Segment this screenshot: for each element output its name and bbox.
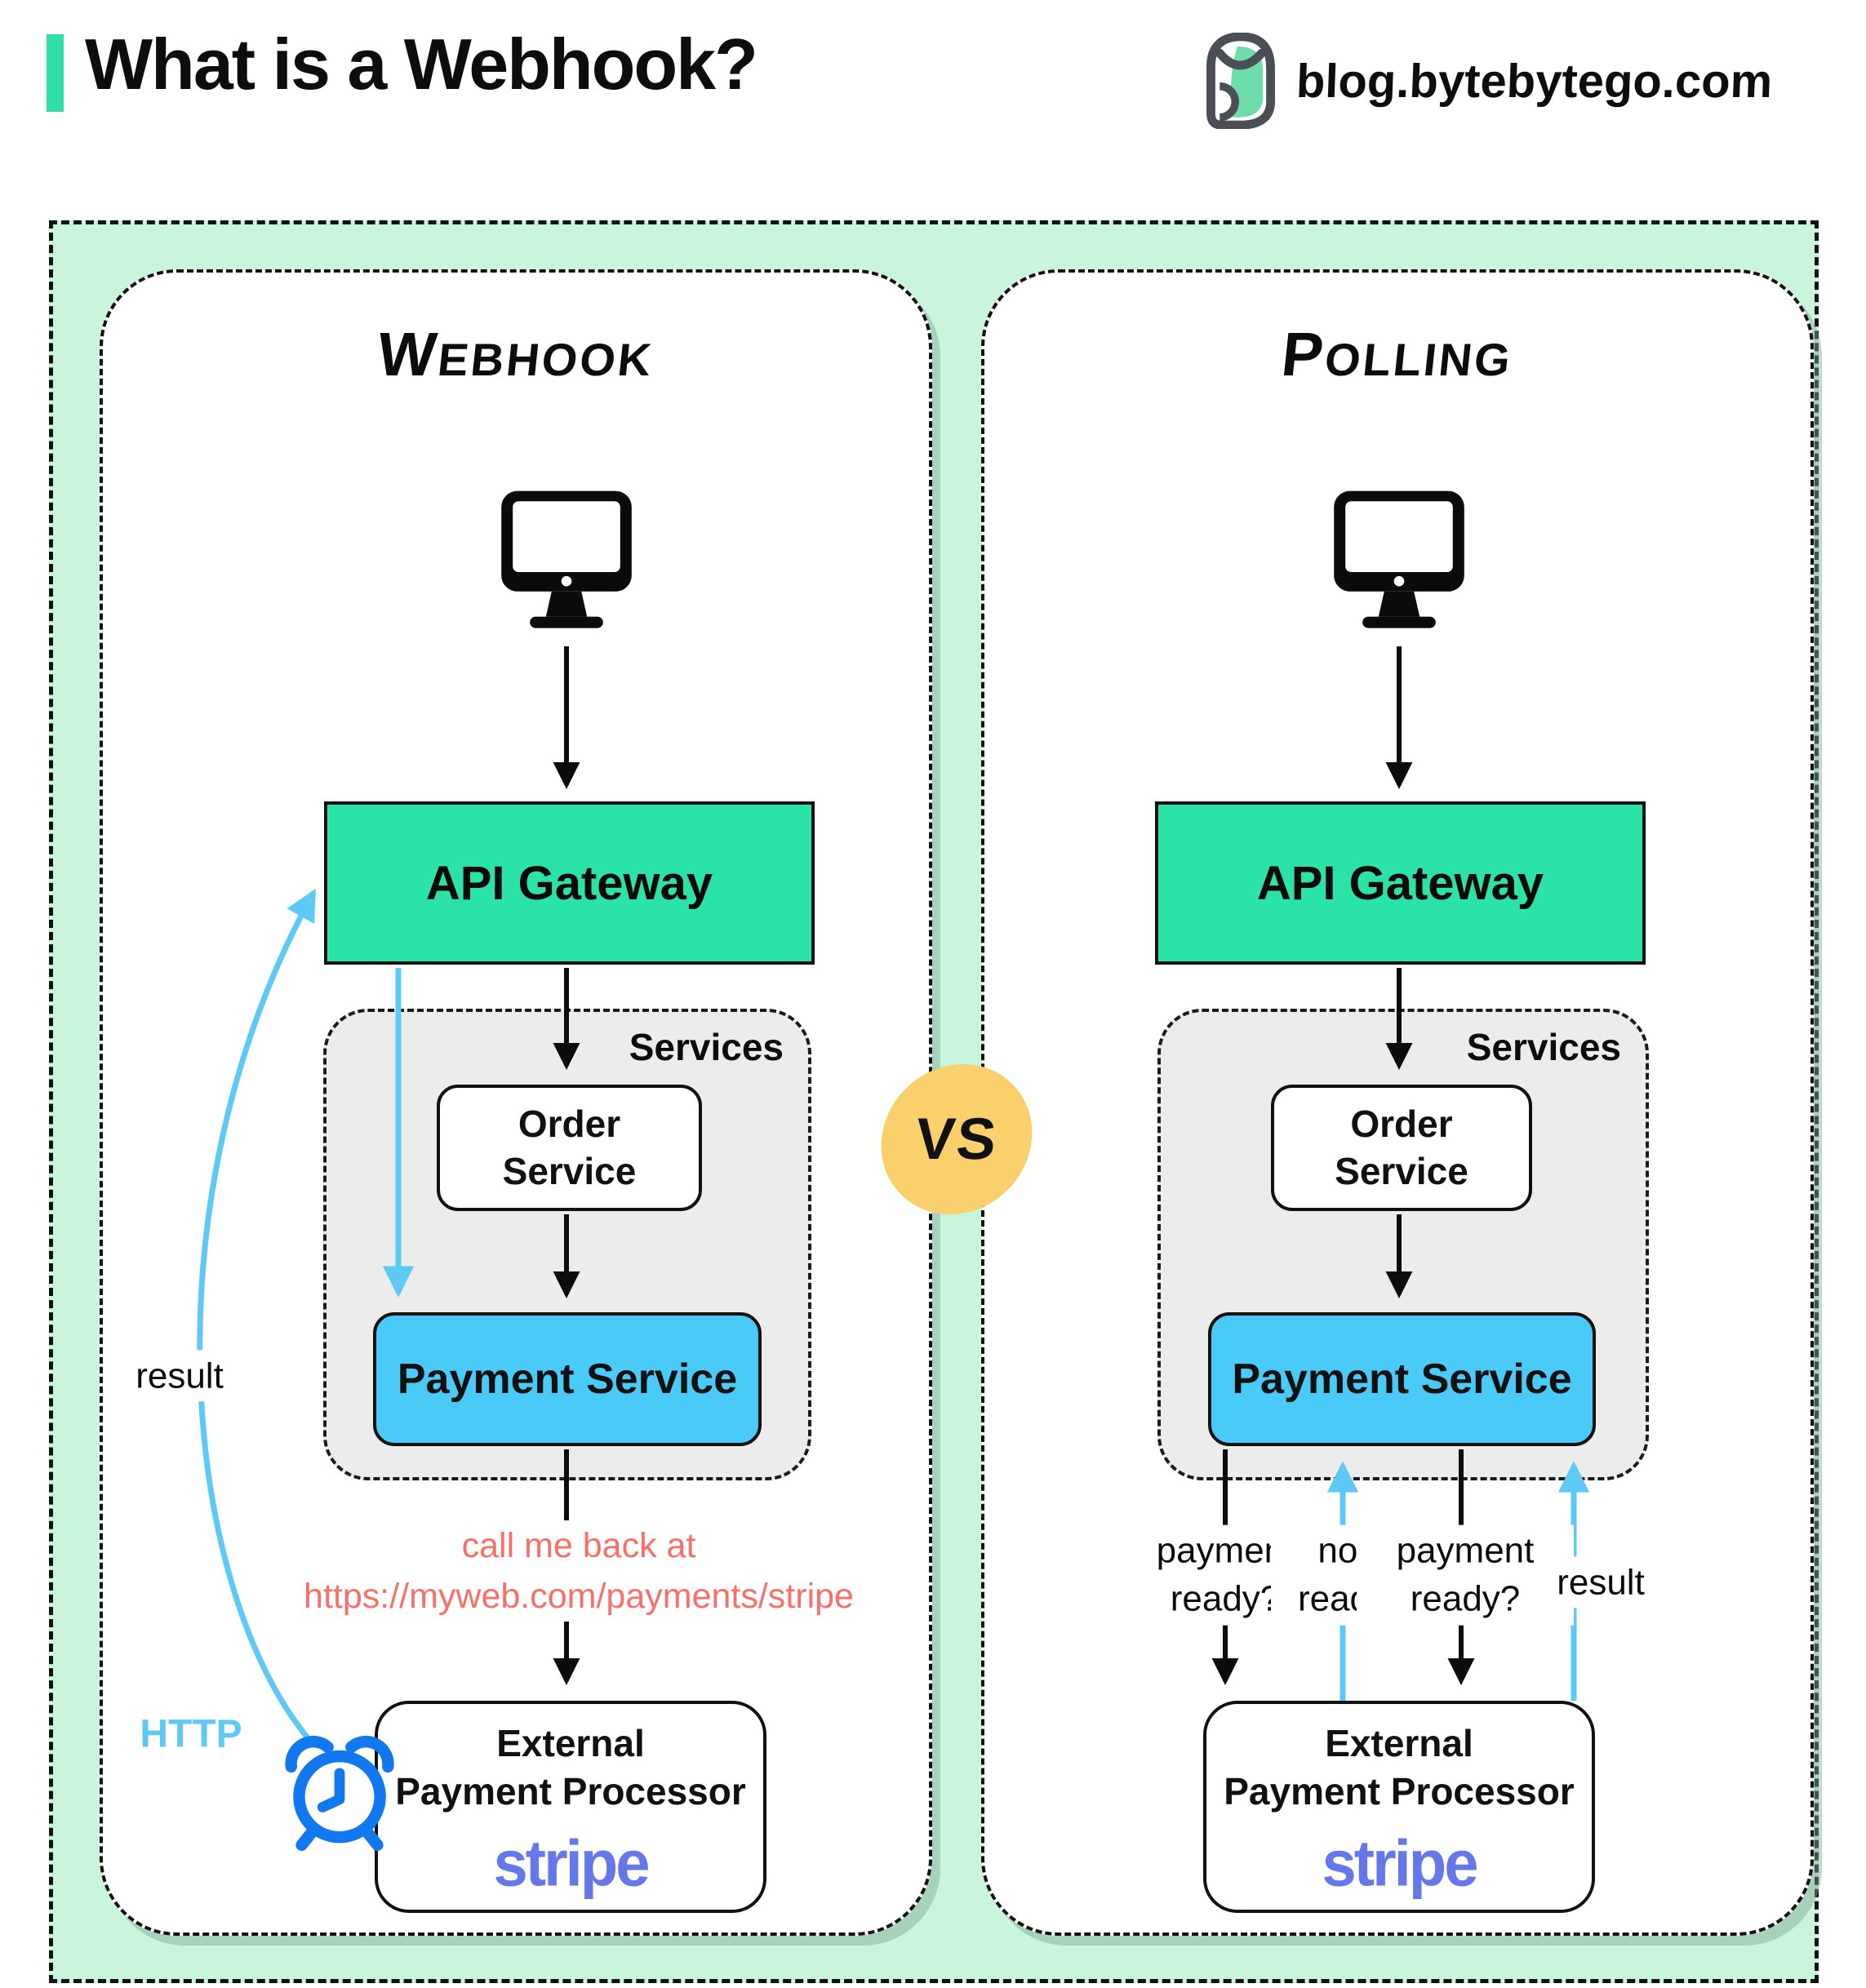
services-group-label: Services	[629, 1026, 784, 1068]
api-gateway-box: API Gateway	[1155, 801, 1646, 965]
bytebytego-owl-icon	[1206, 33, 1275, 129]
callback-note-line2: https://myweb.com/payments/stripe	[297, 1570, 860, 1622]
client-computer-icon	[1334, 490, 1464, 628]
external-processor-line1: External	[496, 1721, 645, 1764]
api-gateway-label: API Gateway	[1256, 856, 1544, 910]
client-computer-icon	[501, 490, 632, 628]
site-url: blog.bytebytego.com	[1295, 54, 1774, 108]
order-service-box: Order Service	[437, 1085, 702, 1211]
callback-note-line1: call me back at	[455, 1520, 703, 1572]
site-badge: blog.bytebytego.com	[1206, 33, 1774, 129]
polling-panel: Polling API Gateway Services Order Servi…	[981, 269, 1814, 1936]
http-label: HTTP	[133, 1706, 249, 1764]
api-gateway-box: API Gateway	[324, 801, 815, 965]
payment-service-box: Payment Service	[1208, 1312, 1596, 1446]
stripe-logo: stripe	[493, 1827, 651, 1901]
webhook-panel: Webhook API Gateway Services Order Servi…	[100, 269, 932, 1936]
services-group-label: Services	[1466, 1026, 1621, 1068]
api-gateway-label: API Gateway	[425, 856, 713, 910]
polling-panel-title: Polling	[1278, 321, 1516, 389]
external-payment-processor-box: External Payment Processor stripe	[375, 1701, 766, 1913]
title-accent-bar	[47, 34, 64, 112]
alarm-clock-icon	[285, 1735, 394, 1851]
webhook-result-label: result	[129, 1350, 230, 1402]
external-processor-line2: Payment Processor	[395, 1769, 746, 1813]
order-service-label: Order Service	[1335, 1103, 1468, 1192]
page-title: What is a Webhook?	[85, 24, 758, 104]
external-payment-processor-box: External Payment Processor stripe	[1203, 1701, 1595, 1913]
payment-service-label: Payment Service	[1232, 1356, 1572, 1403]
webhook-panel-title: Webhook	[374, 321, 656, 389]
order-service-label: Order Service	[502, 1103, 637, 1192]
payment-service-box: Payment Service	[373, 1312, 762, 1446]
external-processor-line2: Payment Processor	[1224, 1769, 1575, 1813]
stripe-logo: stripe	[1322, 1827, 1479, 1901]
poll-label-payment-ready-2: payment ready?	[1357, 1524, 1574, 1626]
order-service-box: Order Service	[1271, 1085, 1532, 1211]
poll-label-result: result	[1550, 1556, 1651, 1609]
payment-service-label: Payment Service	[397, 1356, 738, 1403]
external-processor-line1: External	[1325, 1721, 1473, 1764]
